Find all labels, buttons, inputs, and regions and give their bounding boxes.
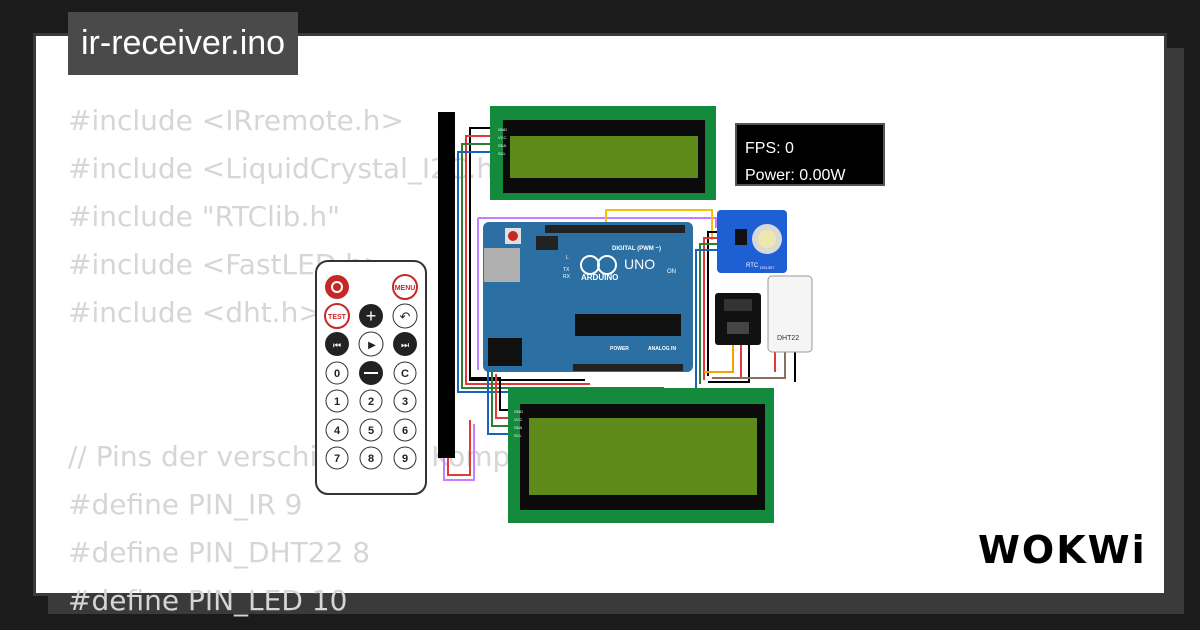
remote-key-label: 5 [368,425,374,437]
uno-label: UNO [624,256,655,272]
remote-key-7[interactable] [325,446,349,470]
code-line: #include <LiquidCrystal_I2C.h> [68,152,518,185]
remote-plus-button[interactable] [359,304,383,328]
remote-key-3[interactable] [393,389,417,413]
remote-key-label: 9 [402,453,408,465]
minus-icon [364,372,378,374]
rewind-icon: ⏮ [333,340,341,350]
digital-header [545,225,685,233]
remote-back-button[interactable] [392,303,418,329]
test-label: TEST [328,314,347,321]
lcd-pin-label: VCC [498,135,507,140]
remote-key-c[interactable] [393,361,417,385]
code-line: #include <dht.h> [68,296,322,329]
remote-key-6[interactable] [393,418,417,442]
usb-port [484,248,520,282]
reset-button[interactable] [508,231,518,241]
code-line: #define PIN_IR 9 [68,488,303,521]
tx-label: TX [563,267,570,273]
remote-power-button[interactable] [325,275,349,299]
plus-icon: + [366,306,377,326]
lcd-pin-label: GND [498,127,507,132]
remote-play-button[interactable] [358,331,384,357]
remote-key-8[interactable] [359,446,383,470]
code-line: #define PIN_LED 10 [68,584,348,617]
remote-key-4[interactable] [325,418,349,442]
power-icon [331,281,343,293]
back-icon: ↶ [400,309,411,324]
microcontroller-chip [575,314,681,336]
remote-key-label: 7 [334,453,340,465]
lcd-pin-label: SDA [514,425,523,430]
lcd-display-bottom[interactable]: GND VCC SDA SCL [508,388,774,523]
rtc-module[interactable]: RTC DS1307 [717,210,787,273]
code-line: #include <FastLED.h> [68,248,387,281]
power-readout: Power: 0.00W [745,167,846,184]
code-line: #include <IRremote.h> [68,104,404,137]
l-label: L [566,255,569,261]
remote-next-button[interactable] [393,332,417,356]
remote-test-button[interactable] [324,303,350,329]
project-title: ir-receiver.ino [68,12,299,75]
power-jack [488,338,522,366]
rtc-sub-label: DS1307 [760,265,775,270]
temperature-sensor-module[interactable] [715,293,761,345]
remote-key-label: 2 [368,396,374,408]
ir-remote-control[interactable]: MENU TEST + ↶ ⏮ ▶ ⏭ 0 C 1 2 3 4 5 [315,260,427,495]
remote-key-label: C [401,368,409,380]
lcd-pin-label: SDA [498,143,507,148]
simulation-stats: FPS: 0 Power: 0.00W [735,123,885,186]
ir-receiver-bar[interactable] [438,112,455,458]
lcd-pin-label: VCC [514,417,523,422]
remote-menu-button[interactable] [392,274,418,300]
remote-key-9[interactable] [393,446,417,470]
code-line: #define PIN_DHT22 8 [68,536,371,569]
on-label: ON [667,269,676,275]
remote-key-0[interactable] [325,361,349,385]
wokwi-logo: WOKWi [978,528,1147,572]
rtc-label: RTC [746,263,759,269]
remote-key-label: 6 [402,425,408,437]
power-header-label: POWER [610,346,629,352]
analog-in-label: ANALOG IN [648,346,676,352]
remote-key-label: 1 [334,396,340,408]
lcd-display-top[interactable]: GND VCC SDA SCL [490,106,716,200]
digital-label: DIGITAL (PWM ~) [612,246,661,252]
analog-header [573,364,683,371]
remote-key-label: 3 [402,396,408,408]
remote-key-5[interactable] [359,418,383,442]
arduino-uno-board[interactable]: DIGITAL (PWM ~) UNO ARDUINO ON TX RX L P… [483,222,693,372]
remote-key-label: 8 [368,453,374,465]
wires [443,127,796,481]
remote-key-label: 0 [334,368,340,380]
fps-readout: FPS: 0 [745,140,794,157]
remote-prev-button[interactable] [325,332,349,356]
remote-key-label: 4 [334,425,341,437]
fast-forward-icon: ⏭ [401,340,409,350]
play-icon: ▶ [368,340,376,351]
remote-key-2[interactable] [359,389,383,413]
arduino-label: ARDUINO [581,273,618,282]
lcd-pin-label: SCL [514,433,523,438]
lcd-pin-label: SCL [498,151,507,156]
code-line: #include "RTClib.h" [68,200,340,233]
remote-key-1[interactable] [325,389,349,413]
dht22-label: DHT22 [777,335,799,342]
rx-label: RX [563,274,571,280]
lcd-pin-label: GND [514,409,523,414]
dht22-sensor[interactable]: DHT22 [767,275,813,353]
menu-label: MENU [395,285,416,292]
